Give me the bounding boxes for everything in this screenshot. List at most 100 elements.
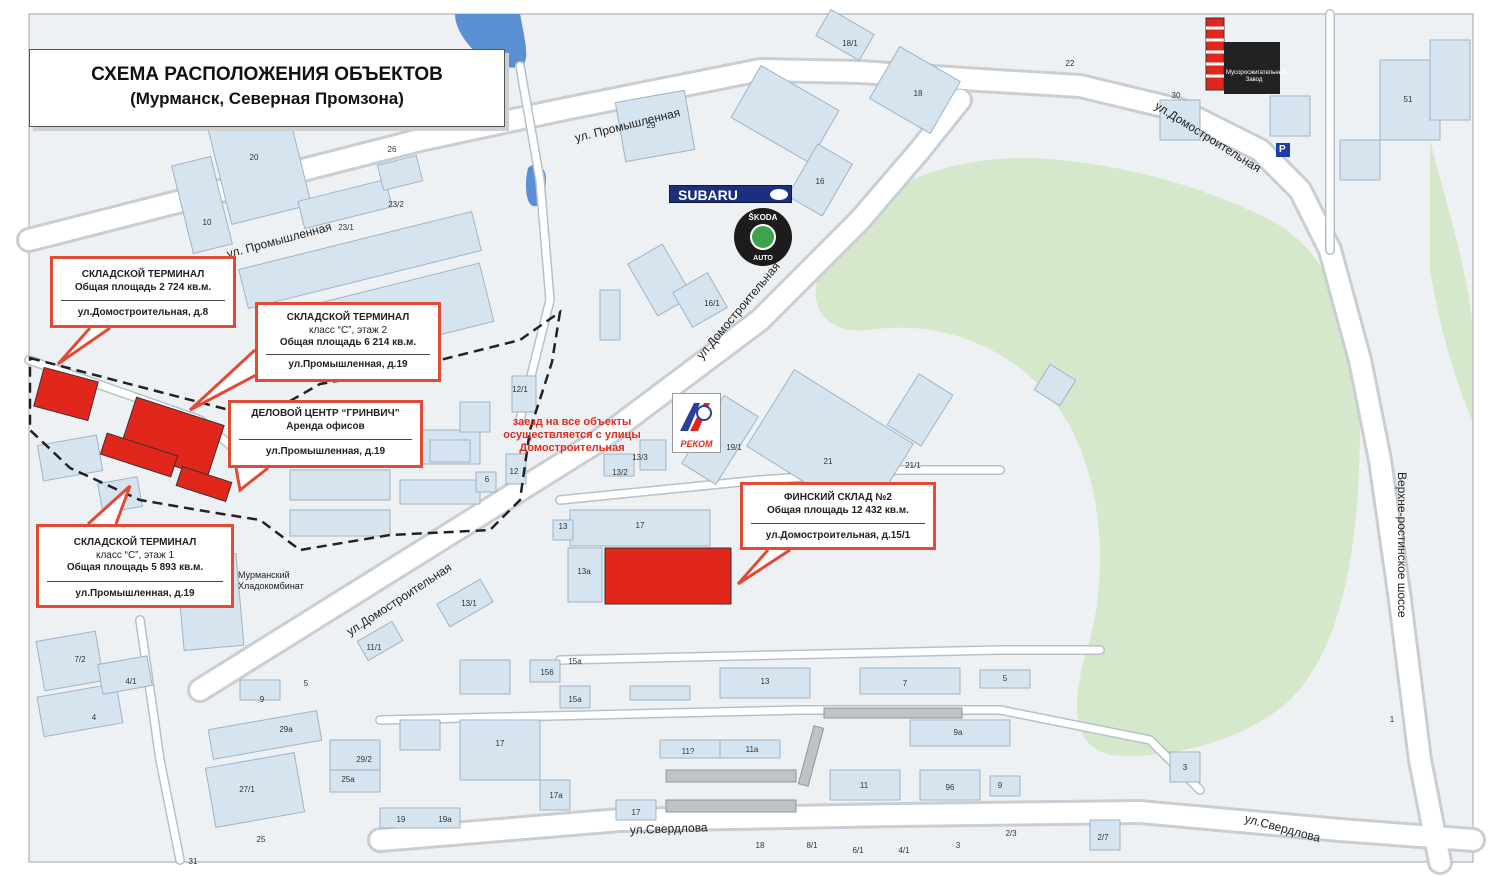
svg-text:5: 5 — [1003, 674, 1008, 683]
svg-text:13/2: 13/2 — [612, 468, 628, 477]
callout-terminal-2-address: ул.Промышленная, д.19 — [266, 353, 430, 372]
skoda-logo-bottom: AUTO — [753, 255, 773, 262]
factory-label: Мусоросжигательный Завод — [1226, 70, 1287, 84]
parking-label: P — [1279, 144, 1286, 155]
svg-text:21/1: 21/1 — [905, 461, 921, 470]
svg-text:156: 156 — [540, 668, 554, 677]
svg-text:12: 12 — [510, 467, 519, 476]
svg-text:15а: 15а — [568, 657, 582, 666]
svg-text:19: 19 — [397, 815, 406, 824]
subaru-stars-icon — [770, 189, 788, 200]
highlighted-objects — [33, 366, 732, 605]
svg-text:7/2: 7/2 — [74, 655, 86, 664]
subaru-logo: SUBARU — [669, 185, 792, 203]
rekom-emblem-icon — [680, 403, 712, 431]
callout-finnish-area: Общая площадь 12 432 кв.м. — [767, 504, 909, 516]
svg-text:3: 3 — [956, 841, 961, 850]
svg-text:18/1: 18/1 — [842, 39, 858, 48]
svg-text:17: 17 — [636, 521, 645, 530]
svg-text:4: 4 — [92, 713, 97, 722]
svg-text:13/3: 13/3 — [632, 453, 648, 462]
svg-text:9: 9 — [998, 781, 1003, 790]
object-terminal-3a — [99, 432, 179, 478]
map-title: СХЕМА РАСПОЛОЖЕНИЯ ОБЪЕКТОВ — [91, 64, 443, 85]
svg-text:7: 7 — [903, 679, 908, 688]
callout-terminal-3-area: Общая площадь 5 893 кв.м. — [66, 562, 204, 573]
object-terminal-1 — [33, 366, 99, 422]
svg-text:11: 11 — [860, 781, 869, 790]
callout-finnish-address: ул.Домостроительная, д.15/1 — [751, 523, 925, 543]
rekom-logo: РЕКОМ — [672, 393, 721, 453]
svg-text:16/1: 16/1 — [704, 299, 720, 308]
site-boundary — [28, 309, 562, 552]
callout-terminal-3-address: ул.Промышленная, д.19 — [47, 580, 223, 601]
svg-text:18: 18 — [914, 89, 923, 98]
svg-text:30: 30 — [1172, 91, 1181, 100]
svg-text:5: 5 — [304, 679, 309, 688]
callout-terminal-3-title: СКЛАДСКОЙ ТЕРМИНАЛ — [73, 537, 197, 548]
callout-terminal-1-area: Общая площадь 2 724 кв.м. — [74, 281, 212, 293]
svg-text:11?: 11? — [682, 747, 695, 756]
svg-text:8/1: 8/1 — [806, 841, 818, 850]
svg-text:23/1: 23/1 — [338, 223, 354, 232]
svg-text:31: 31 — [189, 857, 198, 866]
callout-terminal-1: СКЛАДСКОЙ ТЕРМИНАЛ Общая площадь 2 724 к… — [50, 256, 236, 328]
pointer-terminal-1 — [56, 326, 111, 366]
pointer-finnish — [736, 548, 791, 586]
object-finnish-warehouse — [604, 547, 732, 605]
svg-text:27/1: 27/1 — [239, 785, 255, 794]
svg-text:13: 13 — [761, 677, 770, 686]
svg-text:29: 29 — [647, 121, 656, 130]
svg-text:18: 18 — [756, 841, 765, 850]
svg-text:2/3: 2/3 — [1005, 829, 1017, 838]
svg-text:19а: 19а — [438, 815, 452, 824]
subaru-logo-text: SUBARU — [678, 187, 738, 203]
svg-text:2/7: 2/7 — [1097, 833, 1109, 842]
svg-text:25а: 25а — [341, 775, 355, 784]
callout-terminal-3-class: класс “С”, этаж 1 — [95, 549, 175, 561]
access-note: заезд на все объекты осуществляется с ул… — [503, 416, 641, 455]
factory-building — [1224, 42, 1280, 94]
svg-text:15a: 15a — [568, 695, 582, 704]
building-numbers: 20 26 10 23/1 23/2 18/1 18 22 29 16 30 5… — [74, 39, 1413, 866]
svg-text:12/1: 12/1 — [512, 385, 528, 394]
green-area — [815, 158, 1360, 756]
rekom-logo-text: РЕКОМ — [680, 439, 713, 449]
svg-text:9: 9 — [260, 695, 265, 704]
callout-terminal-2-class: класс “С”, этаж 2 — [308, 324, 388, 336]
hladokombinat-label: Мурманский Хладокомбинат — [238, 570, 304, 591]
svg-text:51: 51 — [1404, 95, 1413, 104]
callout-terminal-1-address: ул.Домостроительная, д.8 — [61, 300, 225, 320]
map-title-box: СХЕМА РАСПОЛОЖЕНИЯ ОБЪЕКТОВ (Мурманск, С… — [29, 49, 505, 127]
map-subtitle: (Мурманск, Северная Промзона) — [130, 89, 404, 108]
svg-text:4/1: 4/1 — [898, 846, 910, 855]
callout-business-center-address: ул.Промышленная, д.19 — [239, 439, 412, 459]
pointer-terminal-3 — [86, 484, 132, 526]
svg-text:22: 22 — [1066, 59, 1075, 68]
water-body — [455, 14, 527, 68]
svg-text:3: 3 — [1183, 763, 1188, 772]
svg-text:6: 6 — [485, 475, 490, 484]
svg-text:13: 13 — [559, 522, 568, 531]
callout-terminal-2-area: Общая площадь 6 214 кв.м. — [279, 337, 417, 348]
svg-text:26: 26 — [388, 145, 397, 154]
pointer-terminal-2 — [188, 348, 276, 412]
svg-text:16: 16 — [816, 177, 825, 186]
callout-terminal-3: СКЛАДСКОЙ ТЕРМИНАЛ класс “С”, этаж 1 Общ… — [36, 524, 234, 608]
skoda-logo: ŠKODA AUTO — [734, 208, 792, 266]
svg-text:21: 21 — [824, 457, 833, 466]
callout-finnish-warehouse: ФИНСКИЙ СКЛАД №2 Общая площадь 12 432 кв… — [740, 482, 936, 550]
street-label-sverdlova-left: ул.Свердлова — [630, 820, 709, 837]
svg-text:11/1: 11/1 — [367, 643, 383, 652]
svg-text:17: 17 — [632, 808, 641, 817]
svg-text:20: 20 — [250, 153, 259, 162]
svg-text:10: 10 — [203, 218, 212, 227]
svg-text:13а: 13а — [577, 567, 591, 576]
callout-business-center-title: ДЕЛОВОЙ ЦЕНТР “ГРИНВИЧ” — [251, 408, 400, 419]
callout-terminal-2: СКЛАДСКОЙ ТЕРМИНАЛ класс “С”, этаж 2 Общ… — [255, 302, 441, 382]
svg-text:29а: 29а — [279, 725, 293, 734]
callout-terminal-2-title: СКЛАДСКОЙ ТЕРМИНАЛ — [286, 312, 410, 323]
svg-text:6/1: 6/1 — [852, 846, 864, 855]
svg-text:17а: 17а — [549, 791, 563, 800]
